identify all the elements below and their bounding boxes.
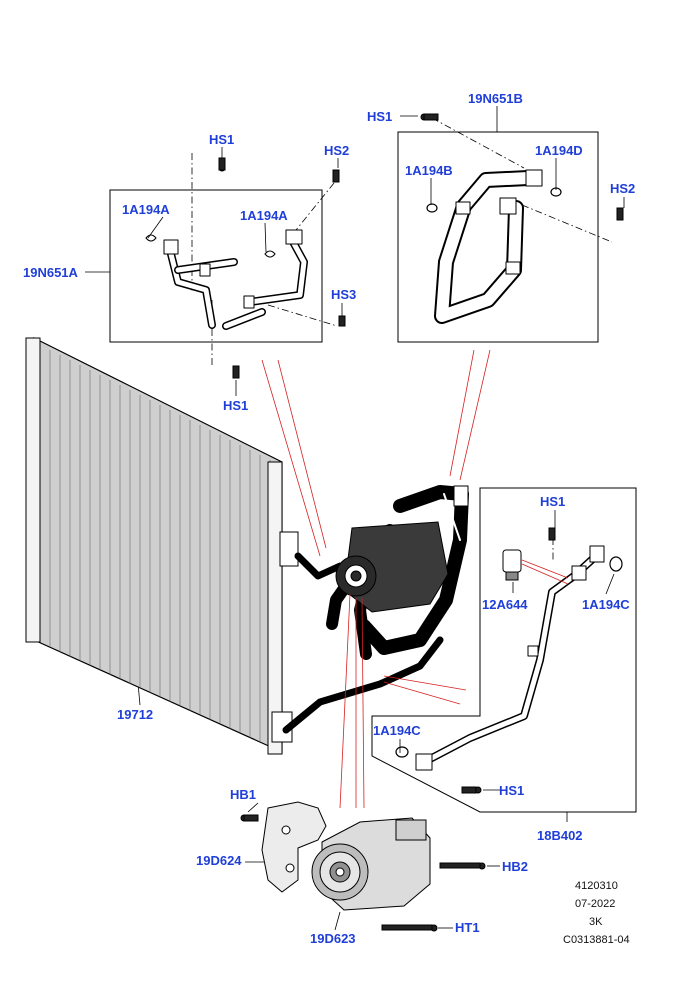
callout-hs1: HS1 [540,494,566,509]
o-rings-18b402 [395,556,623,758]
callout-19n651a: 19N651A [23,265,78,280]
callout-19d624: 19D624 [196,853,242,868]
pressure-sensor-12a644 [502,549,522,581]
illustration-number: 4120310 [575,880,618,892]
callout-12a644: 12A644 [482,597,528,612]
callout-1a194b: 1A194B [405,163,453,178]
bolts [218,113,624,932]
callout-hb1: HB1 [230,787,257,802]
detail-box-19n651b [397,131,599,343]
explode-lines [261,349,569,809]
callout-hs2: HS2 [610,181,636,196]
callout-1a194a: 1A194A [240,208,288,223]
callout-hb2: HB2 [502,859,529,874]
callout-hs3: HS3 [331,287,357,302]
callout-hs1: HS1 [499,783,525,798]
callout-19d623: 19D623 [310,931,356,946]
o-rings-19n651b [426,187,562,213]
illustration-reference: C0313881-04 [563,934,630,946]
callout-19712: 19712 [117,707,154,722]
detail-box-18b402 [371,487,637,813]
condenser-19712 [25,337,299,755]
callout-hs1: HS1 [223,398,249,413]
callout-hs1: HS1 [367,109,393,124]
mounting-bracket-19d624 [261,801,327,893]
callout-hs1: HS1 [209,132,235,147]
o-rings-19n651a [145,234,276,258]
callout-1a194c: 1A194C [582,597,630,612]
callout-18b402: 18B402 [537,828,583,843]
hose-19n651b [434,169,543,324]
hose-18b402 [415,545,605,771]
callout-1a194a: 1A194A [122,202,170,217]
callout-ht1: HT1 [455,920,480,935]
hose-19n651a [163,229,308,330]
callout-19n651b: 19N651B [468,91,523,106]
detail-box-19n651a [109,189,323,343]
callout-1a194d: 1A194D [535,143,583,158]
illustration-date: 07-2022 [575,898,616,910]
callout-hs2: HS2 [324,143,350,158]
illustration-code: 3K [589,916,603,928]
callout-1a194c: 1A194C [373,723,421,738]
central-compressor-view [335,521,449,613]
leader-lines [85,106,625,931]
compressor-19d623 [311,817,431,911]
